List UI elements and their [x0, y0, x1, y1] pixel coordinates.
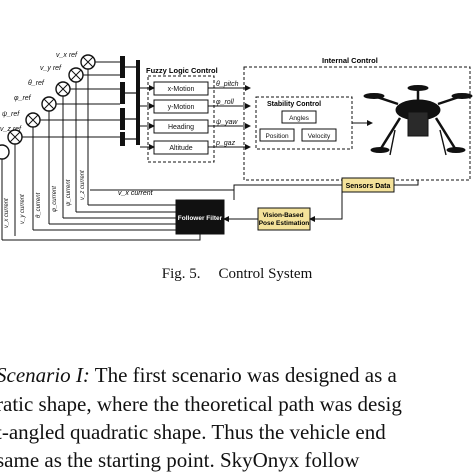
mux-bar-4 [120, 132, 125, 146]
paragraph-line-4: same as the starting point. SkyOnyx foll… [0, 448, 360, 472]
paragraph-line-1: Scenario I: The first scenario was desig… [0, 362, 397, 388]
follower-filter-label: Follower Filter [178, 215, 223, 222]
vision-pose-label: Vision-Based Pose Estimation [259, 212, 310, 227]
ref-label-6: v_z ref [0, 126, 22, 133]
current-label-5: ψ_current [66, 179, 72, 206]
stability-block-angles [281, 110, 317, 124]
mux-bar-3 [120, 108, 125, 130]
current-label-1: v_x current [4, 198, 10, 228]
vision-pose-line-1: Vision-Based [263, 212, 304, 219]
ref-label-5: ψ_ref [2, 111, 20, 118]
stability-block-velocity [301, 128, 337, 142]
output-roll: φ_roll [216, 99, 234, 106]
paragraph-line-3: t-angled quadratic shape. Thus the vehic… [0, 420, 386, 444]
mux-bar-2 [120, 82, 125, 104]
feedback-label: v_x current [118, 190, 154, 197]
mux-bar-1 [120, 56, 125, 78]
vision-pose-line-2: Pose Estimation [259, 220, 310, 227]
stability-label-angles: Angles [289, 115, 310, 122]
output-gaz: p_gaz [215, 140, 236, 147]
fuzzy-label-heading: Heading [168, 124, 194, 131]
caption-label: Fig. 5. [161, 266, 201, 282]
drone-image [363, 85, 473, 156]
stability-block-position [259, 128, 295, 142]
output-yaw: ψ_yaw [216, 119, 238, 126]
paragraph-line-1-lead: Scenario I: [0, 363, 90, 387]
ref-label-1: v_x ref [56, 52, 78, 59]
figure-caption: Fig. 5. Control System [0, 266, 474, 283]
current-label-3: θ_current [36, 192, 42, 218]
control-system-figure: v_x ref v_y ref θ_ref φ_ref ψ_ref v_z re… [0, 52, 473, 241]
mux-bar-5 [136, 60, 140, 145]
paragraph-line-2: ratic shape, where the theoretical path … [0, 392, 402, 416]
current-label-6: v_z current [80, 170, 86, 200]
output-pitch: θ_pitch [216, 81, 239, 88]
fuzzy-label-x-motion: x-Motion [168, 86, 195, 93]
ref-label-3: θ_ref [28, 80, 45, 87]
follower-filter-block [175, 199, 225, 235]
caption-text: Control System [218, 266, 313, 282]
sum-junction-7 [0, 144, 10, 160]
current-label-2: v_y current [20, 194, 26, 224]
current-label-4: φ_current [52, 186, 58, 212]
sensors-data-label: Sensors Data [346, 183, 391, 190]
fuzzy-label-y-motion: y-Motion [168, 104, 195, 111]
fuzzy-label-altitude: Altitude [169, 145, 192, 152]
fuzzy-logic-title: Fuzzy Logic Control [146, 66, 218, 75]
paragraph-line-1-rest: The first scenario was designed as a [89, 363, 397, 387]
ref-label-4: φ_ref [14, 95, 32, 102]
stability-control-title: Stability Control [267, 101, 321, 108]
internal-control-title: Internal Control [322, 56, 378, 65]
ref-label-2: v_y ref [40, 65, 62, 72]
stability-label-velocity: Velocity [308, 133, 331, 140]
fuzzy-logic-box [147, 75, 215, 163]
stability-label-position: Position [265, 133, 289, 140]
